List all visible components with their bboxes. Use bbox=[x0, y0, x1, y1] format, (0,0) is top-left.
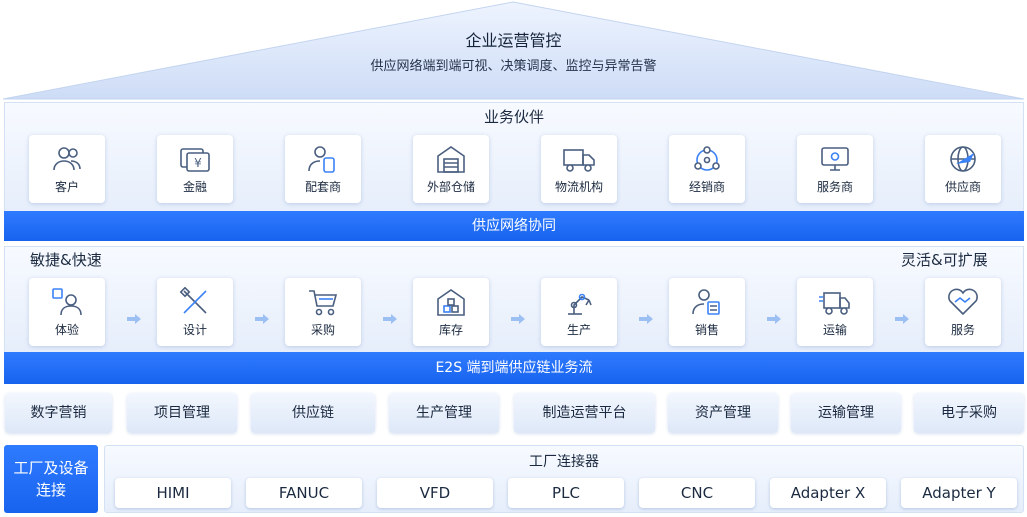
partner-card-dealer[interactable]: 经销商 bbox=[669, 135, 745, 203]
roof-title: 企业运营管控 bbox=[465, 31, 562, 50]
partner-label: 金融 bbox=[182, 180, 207, 194]
factory-box-line2: 连接 bbox=[35, 481, 66, 499]
process-step-label: 运输 bbox=[822, 323, 847, 337]
e2s-business-flow-bar: E2S 端到端供应链业务流 bbox=[4, 352, 1024, 384]
partner-card-supplier[interactable]: 供应商 bbox=[925, 135, 1001, 203]
partner-label: 配套商 bbox=[304, 180, 341, 194]
process-step-sales[interactable]: 销售 bbox=[669, 278, 745, 346]
process-step-label: 生产 bbox=[566, 323, 591, 337]
customers-icon bbox=[53, 147, 81, 171]
module-project-management[interactable]: 项目管理 bbox=[127, 393, 237, 433]
process-step-design[interactable]: 设计 bbox=[157, 278, 233, 346]
process-step-service[interactable]: 服务 bbox=[925, 278, 1001, 346]
connector-adapter-y[interactable]: Adapter Y bbox=[901, 478, 1017, 508]
factory-box-line1: 工厂及设备 bbox=[13, 459, 89, 477]
partner-card-warehouse[interactable]: 外部仓储 bbox=[413, 135, 489, 203]
partner-label: 服务商 bbox=[816, 180, 853, 194]
partner-label: 经销商 bbox=[688, 180, 725, 194]
arrow-right-icon bbox=[511, 314, 525, 324]
process-step-label: 销售 bbox=[694, 323, 719, 337]
partner-label: 外部仓储 bbox=[426, 180, 475, 194]
connector-adapter-x[interactable]: Adapter X bbox=[770, 478, 886, 508]
connector-vfd[interactable]: VFD bbox=[377, 478, 493, 508]
process-step-experience[interactable]: 体验 bbox=[29, 278, 105, 346]
partner-label: 客户 bbox=[54, 180, 79, 194]
connector-plc[interactable]: PLC bbox=[508, 478, 624, 508]
module-manufacturing-ops-platform[interactable]: 制造运营平台 bbox=[514, 393, 655, 433]
arrow-right-icon bbox=[255, 314, 269, 324]
supporting-vendor-icon bbox=[308, 146, 335, 173]
connector-cnc[interactable]: CNC bbox=[639, 478, 755, 508]
module-transport-management[interactable]: 运输管理 bbox=[791, 393, 901, 433]
arrow-right-icon bbox=[383, 314, 397, 324]
delivery-truck-icon bbox=[819, 292, 850, 315]
arrow-right-icon bbox=[639, 314, 653, 324]
warehouse-icon bbox=[437, 146, 465, 173]
flexible-scalable-label: 灵活&可扩展 bbox=[901, 251, 988, 269]
process-step-label: 设计 bbox=[182, 323, 207, 337]
shopping-cart-icon bbox=[309, 290, 338, 316]
supplier-globe-icon bbox=[950, 146, 976, 172]
process-step-label: 采购 bbox=[310, 323, 335, 337]
partner-card-service-provider[interactable]: 服务商 bbox=[797, 135, 873, 203]
connector-himi[interactable]: HIMI bbox=[115, 478, 231, 508]
module-production-management[interactable]: 生产管理 bbox=[389, 393, 499, 433]
process-step-production[interactable]: 生产 bbox=[541, 278, 617, 346]
process-step-transport[interactable]: 运输 bbox=[797, 278, 873, 346]
module-e-procurement[interactable]: 电子采购 bbox=[914, 393, 1024, 433]
roof-banner bbox=[2, 1, 1025, 100]
svg-text:¥: ¥ bbox=[194, 156, 202, 170]
robot-arm-icon bbox=[568, 293, 592, 315]
supply-network-collab-bar: 供应网络协同 bbox=[4, 211, 1024, 241]
module-digital-marketing[interactable]: 数字营销 bbox=[5, 393, 112, 433]
arrow-right-icon bbox=[895, 314, 909, 324]
experience-icon bbox=[52, 288, 82, 316]
finance-icon: ¥ bbox=[180, 148, 210, 172]
agile-fast-label: 敏捷&快速 bbox=[30, 251, 102, 269]
connector-fanuc[interactable]: FANUC bbox=[246, 478, 362, 508]
truck-icon bbox=[563, 149, 595, 172]
partners-title: 业务伙伴 bbox=[483, 108, 544, 126]
partner-card-supporting-vendor[interactable]: 配套商 bbox=[285, 135, 361, 203]
module-asset-management[interactable]: 资产管理 bbox=[668, 393, 778, 433]
dealer-network-icon bbox=[694, 146, 720, 171]
design-tools-icon bbox=[179, 287, 207, 314]
partner-card-logistics[interactable]: 物流机构 bbox=[541, 135, 617, 203]
inventory-icon bbox=[437, 289, 465, 316]
process-step-label: 体验 bbox=[54, 323, 79, 337]
process-step-inventory[interactable]: 库存 bbox=[413, 278, 489, 346]
process-step-label: 库存 bbox=[438, 323, 463, 337]
service-provider-icon bbox=[821, 147, 849, 171]
partner-label: 物流机构 bbox=[554, 180, 603, 194]
partner-card-finance[interactable]: ¥ 金融 bbox=[157, 135, 233, 203]
module-supply-chain[interactable]: 供应链 bbox=[251, 393, 375, 433]
arrow-right-icon bbox=[127, 314, 141, 324]
factory-equipment-connect-box: 工厂及设备 连接 bbox=[4, 445, 98, 513]
process-step-purchase[interactable]: 采购 bbox=[285, 278, 361, 346]
arrow-right-icon bbox=[767, 314, 781, 324]
handshake-icon bbox=[948, 288, 978, 316]
sales-person-icon bbox=[692, 289, 720, 315]
partner-card-customers[interactable]: 客户 bbox=[29, 135, 105, 203]
roof-subtitle: 供应网络端到端可视、决策调度、监控与异常告警 bbox=[370, 59, 657, 74]
partner-label: 供应商 bbox=[944, 180, 981, 194]
factory-connector-title: 工厂连接器 bbox=[529, 454, 599, 470]
process-step-label: 服务 bbox=[950, 323, 975, 337]
